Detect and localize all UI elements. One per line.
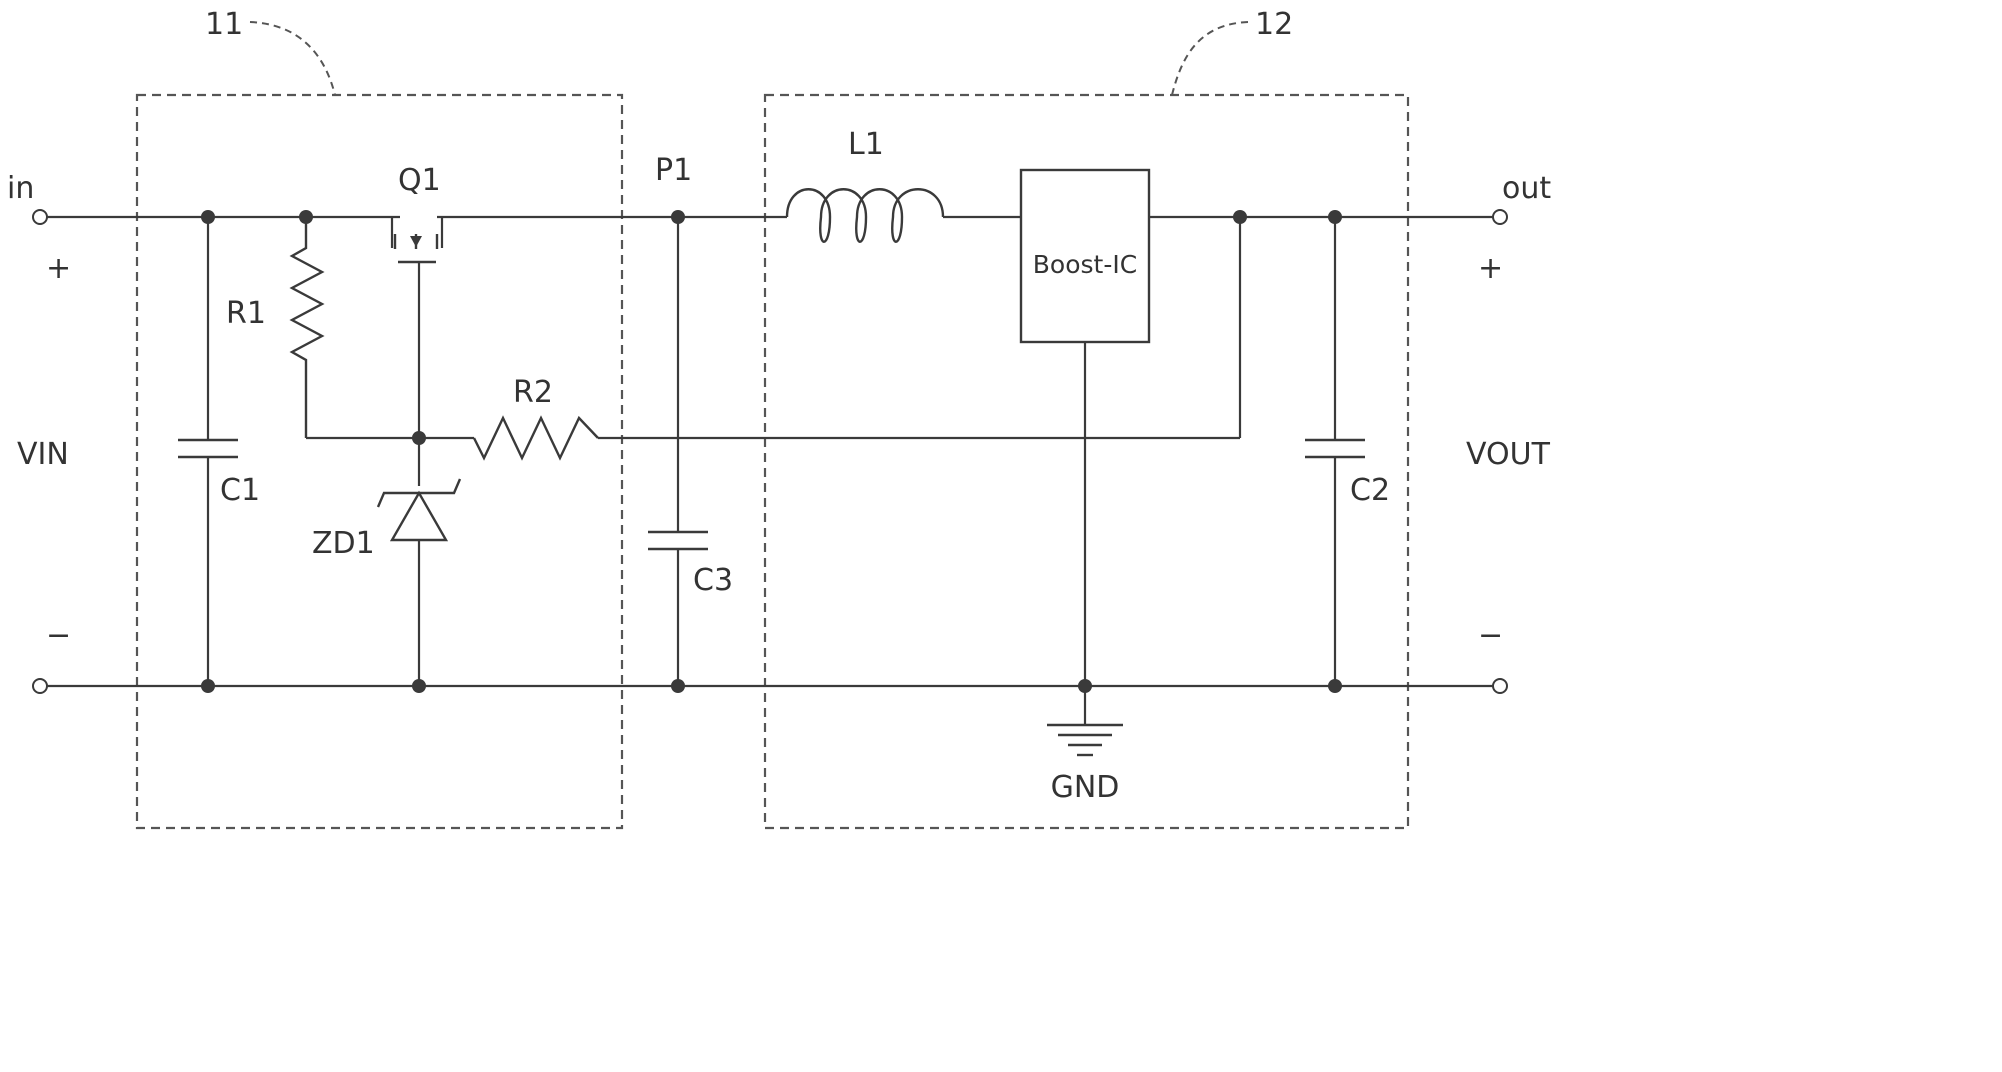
junction-dot	[412, 431, 426, 445]
block-11-label: 11	[205, 7, 243, 42]
zd1-zener-body	[389, 490, 449, 542]
zd1-label: ZD1	[312, 526, 375, 561]
junction-dot	[1328, 210, 1342, 224]
p1-label: P1	[655, 153, 692, 188]
junction-dot	[1233, 210, 1247, 224]
block-12-leader	[1171, 21, 1249, 96]
input-terminal-positive	[32, 209, 48, 225]
c2-label: C2	[1350, 473, 1390, 508]
l1-label: L1	[848, 127, 884, 162]
output-plus-sign: +	[1478, 251, 1503, 286]
gnd-label: GND	[1051, 770, 1120, 805]
block-12-label: 12	[1255, 7, 1293, 42]
r1-label: R1	[226, 296, 266, 331]
output-label: out	[1502, 171, 1551, 206]
q1-label: Q1	[398, 163, 441, 198]
c1-label: C1	[220, 473, 260, 508]
zd1-zener-bar	[376, 478, 462, 508]
input-label: in	[7, 171, 34, 206]
c3-label: C3	[693, 563, 733, 598]
r1-resistor	[289, 217, 325, 438]
junction-dot	[671, 679, 685, 693]
r2-resistor	[472, 415, 599, 461]
input-terminal-negative	[32, 678, 48, 694]
input-voltage-label: VIN	[17, 437, 69, 472]
block-12-outline	[763, 93, 1410, 830]
junction-dot	[412, 679, 426, 693]
input-minus-sign: −	[46, 618, 71, 653]
junction-dot	[201, 679, 215, 693]
output-minus-sign: −	[1478, 618, 1503, 653]
junction-dot	[1078, 679, 1092, 693]
boost-ic-label: Boost-IC	[1033, 250, 1137, 279]
junction-dot-p1	[671, 210, 685, 224]
output-terminal-positive	[1492, 209, 1508, 225]
output-terminal-negative	[1492, 678, 1508, 694]
output-voltage-label: VOUT	[1466, 437, 1551, 472]
circuit-schematic: 11 12	[7, 7, 1551, 830]
l1-inductor	[785, 188, 945, 243]
block-11-leader	[249, 21, 336, 96]
junction-dot	[299, 210, 313, 224]
q1-body-arrow	[410, 236, 422, 247]
junction-dot	[1328, 679, 1342, 693]
r2-label: R2	[513, 375, 553, 410]
block-11-outline	[135, 93, 624, 830]
input-plus-sign: +	[46, 251, 71, 286]
junction-dot	[201, 210, 215, 224]
